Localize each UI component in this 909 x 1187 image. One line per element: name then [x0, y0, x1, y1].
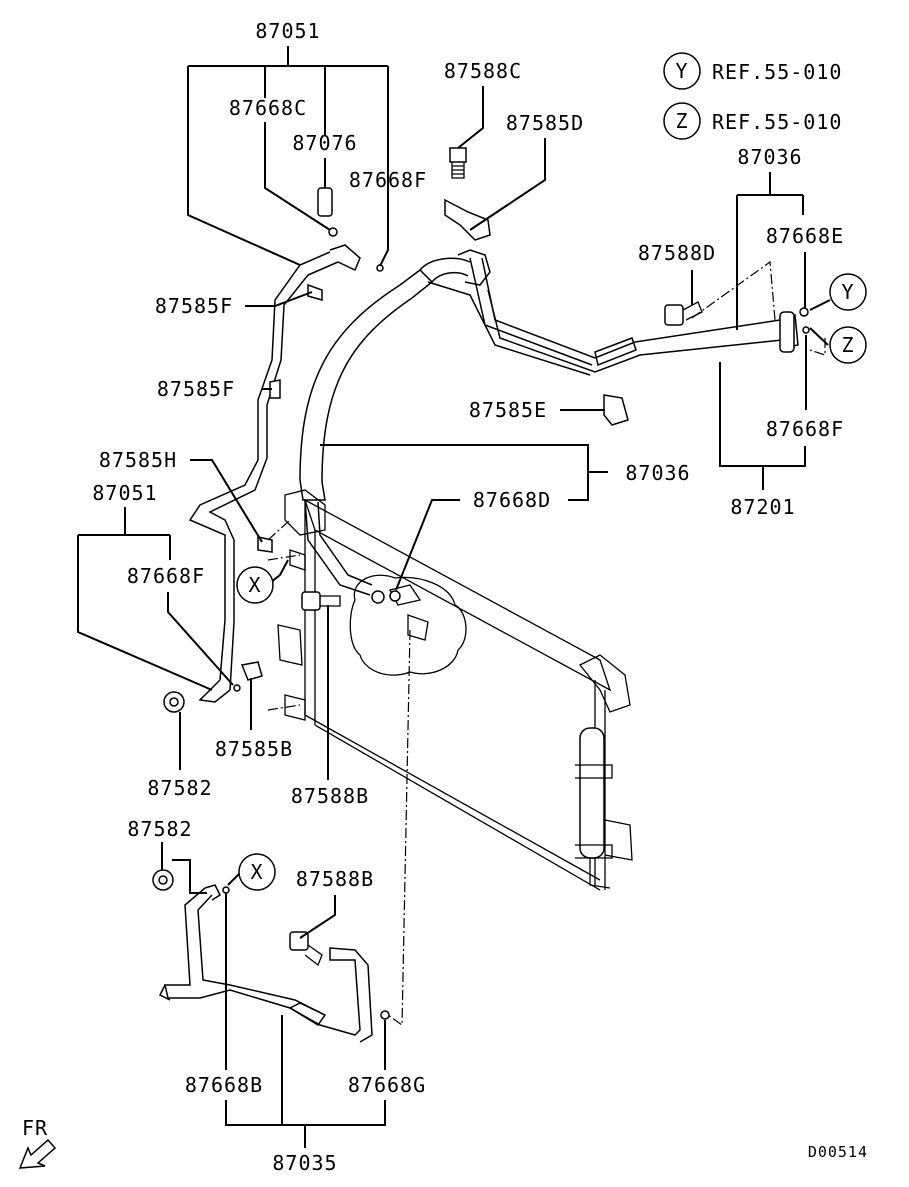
bolt-87588d-icon: [664, 304, 684, 326]
pressure-switch-87076-icon: [317, 187, 333, 217]
compressor-drawing: [349, 574, 467, 676]
label-87051-left: 87051: [92, 481, 157, 505]
label-87588b-a: 87588B: [291, 784, 369, 808]
discharge-pipe-87035: [158, 884, 373, 1043]
ref-z-marker: Z REF.55-010: [663, 102, 842, 140]
part-labels: 87051 87668C 87076 87668F 87588C 87585D …: [92, 19, 844, 1175]
oring-87668b-icon: [222, 886, 230, 894]
leader-lines: [77, 46, 831, 1148]
label-87585d: 87585D: [506, 111, 584, 135]
oring-87668c-icon: [328, 227, 338, 237]
suction-hose-87036: [299, 249, 491, 604]
oring-87668f-right-icon: [802, 326, 810, 334]
label-87582-a: 87582: [147, 776, 212, 800]
callout-y-letter: Y: [841, 280, 854, 304]
label-87076: 87076: [292, 131, 357, 155]
clamp-87585d-icon: [444, 198, 491, 241]
clamp-87585b-icon: [240, 661, 263, 681]
label-87585f-b: 87585F: [157, 377, 235, 401]
label-87035: 87035: [272, 1151, 337, 1175]
oring-87668f-left-icon: [233, 684, 241, 692]
condenser-drawing: [277, 489, 633, 891]
oring-87668e-icon: [799, 307, 809, 317]
callout-z: Z: [829, 326, 867, 364]
clamp-87585f-b-icon: [269, 379, 281, 399]
clamp-87585f-a-icon: [307, 283, 323, 301]
label-87668d: 87668D: [473, 488, 551, 512]
ref-y-letter: Y: [675, 59, 688, 83]
label-87668e: 87668E: [766, 224, 844, 248]
callout-x-b: X: [238, 853, 276, 891]
label-87668f-left: 87668F: [127, 564, 205, 588]
callout-y: Y: [829, 273, 867, 311]
front-direction-indicator: FR: [18, 1116, 57, 1169]
label-87036-top: 87036: [737, 145, 802, 169]
label-87201: 87201: [730, 495, 795, 519]
diagram-id: D00514: [808, 1143, 868, 1161]
clamp-87585e-icon: [603, 394, 629, 426]
ref-z-letter: Z: [675, 109, 688, 133]
label-87588c: 87588C: [444, 59, 522, 83]
label-87585h: 87585H: [99, 448, 177, 472]
label-87668b: 87668B: [185, 1073, 263, 1097]
label-87588b-b: 87588B: [296, 867, 374, 891]
ref-z-text: REF.55-010: [712, 110, 842, 134]
fr-arrow-icon: [18, 1138, 57, 1169]
label-87036-mid: 87036: [625, 461, 690, 485]
callout-x-a: X: [236, 566, 274, 604]
fr-label: FR: [22, 1116, 48, 1140]
label-87585f-a: 87585F: [155, 294, 233, 318]
label-87588d: 87588D: [638, 241, 716, 265]
discharge-pipe-87051: [188, 244, 361, 703]
label-87585e: 87585E: [469, 398, 547, 422]
ref-y-marker: Y REF.55-010: [663, 52, 842, 90]
bolt-87588c-icon: [449, 147, 467, 163]
label-87668c: 87668C: [229, 96, 307, 120]
label-87668g: 87668G: [348, 1073, 426, 1097]
dashed-centerlines: [267, 260, 826, 1027]
bolt-87588b-a-icon: [301, 591, 321, 611]
callout-x-b-letter: X: [250, 860, 263, 884]
callout-z-letter: Z: [841, 333, 854, 357]
label-87051-top: 87051: [255, 19, 320, 43]
label-87668f-right: 87668F: [766, 417, 844, 441]
label-87582-b: 87582: [127, 817, 192, 841]
oring-87668g-icon: [380, 1010, 390, 1020]
label-87585b: 87585B: [215, 737, 293, 761]
ref-y-text: REF.55-010: [712, 60, 842, 84]
callout-x-a-letter: X: [248, 573, 261, 597]
label-87668f-top: 87668F: [349, 168, 427, 192]
liquid-pipe-87201: [427, 257, 799, 376]
